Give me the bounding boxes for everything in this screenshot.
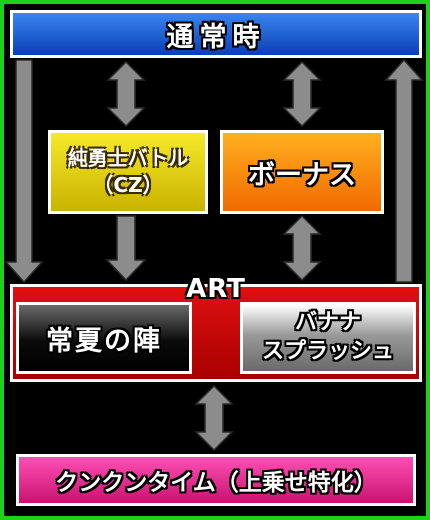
banana-label-line1: バナナ bbox=[294, 310, 361, 336]
cz-box: 純勇士バトル （CZ） bbox=[48, 130, 208, 214]
arrow-art-kunkun bbox=[194, 384, 234, 452]
banana-splash-box: バナナ スプラッシュ bbox=[240, 302, 416, 374]
arrows-layer bbox=[4, 58, 424, 452]
bonus-box: ボーナス bbox=[220, 130, 384, 214]
diagram-canvas: 通常時 純勇士バトル （CZ） ボーナス ART 常夏の陣 バナナ スプラッシュ… bbox=[4, 4, 426, 516]
normal-state-box: 通常時 bbox=[10, 10, 422, 58]
banana-label-line2: スプラッシュ bbox=[261, 339, 394, 364]
arrow-normal-to-art bbox=[4, 59, 44, 284]
cz-label-line1: 純勇士バトル bbox=[67, 146, 189, 170]
cz-label-line2: （CZ） bbox=[93, 173, 163, 197]
jin-label: 常夏の陣 bbox=[46, 325, 162, 357]
arrow-art-to-normal bbox=[384, 58, 424, 283]
normal-state-label: 通常時 bbox=[166, 21, 266, 53]
kunkun-label: クンクンタイム（上乗せ特化） bbox=[55, 470, 377, 496]
arrow-cz-to-art bbox=[105, 215, 147, 282]
bonus-label: ボーナス bbox=[248, 159, 356, 191]
arrow-normal-cz bbox=[106, 60, 146, 128]
arrow-normal-bonus bbox=[282, 60, 322, 128]
art-label: ART bbox=[186, 274, 246, 304]
jin-box: 常夏の陣 bbox=[16, 302, 192, 374]
kunkun-time-box: クンクンタイム（上乗せ特化） bbox=[16, 454, 416, 506]
arrow-bonus-art bbox=[282, 214, 322, 282]
